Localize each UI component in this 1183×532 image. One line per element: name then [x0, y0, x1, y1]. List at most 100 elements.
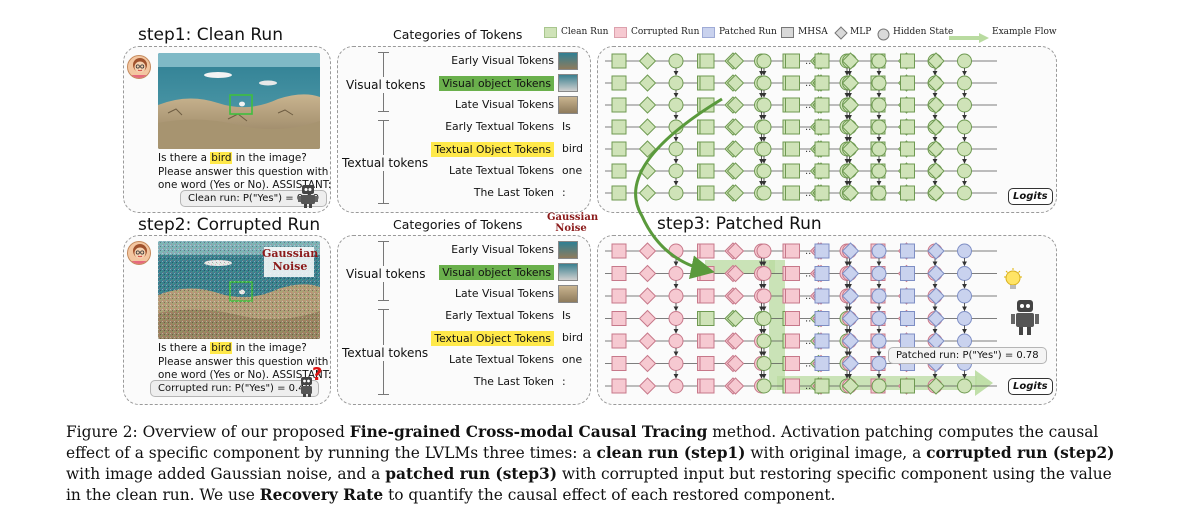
clean-hidden-node: [957, 119, 972, 135]
clean-hidden-node: [756, 53, 772, 69]
patched-mlp-node: [841, 332, 860, 350]
clean-mhsa-node: [611, 163, 627, 179]
bottom-patch-thumbnail: [558, 241, 578, 259]
clean-image: [158, 53, 320, 149]
clean-hidden-node: [957, 53, 972, 69]
clean-mlp-node: [726, 184, 745, 202]
clean-mlp-node: [927, 162, 945, 180]
clean-mlp-node: [927, 184, 945, 202]
bottom-row-token: Is: [562, 309, 571, 322]
clean-mlp-node: [841, 162, 860, 180]
top-row-label: The Last Token: [473, 186, 554, 199]
clean-hidden-node: [756, 163, 772, 179]
step3-logits: Logits: [1008, 378, 1053, 395]
svg-text:...: ...: [805, 359, 815, 370]
clean-mlp-node: [726, 96, 745, 114]
clean-mhsa-node: [785, 185, 800, 201]
noisy-image: [158, 241, 320, 339]
patched-flow-band: [769, 260, 785, 390]
clean-mlp-node: [638, 96, 657, 114]
svg-text:...: ...: [805, 122, 815, 133]
legend-hidden-circle-icon: [877, 26, 890, 41]
legend-clean: Clean Run: [561, 27, 609, 37]
clean-mhsa-node: [900, 75, 915, 91]
clean-mlp-node: [638, 52, 657, 70]
clean-hidden-node: [871, 97, 887, 113]
clean-mhsa-node: [900, 119, 915, 135]
clean-mhsa-node: [611, 75, 627, 91]
bottom-row-label: The Last Token: [473, 375, 554, 388]
clean-mlp-node: [841, 140, 860, 158]
legend-flow-arrow-icon: [949, 28, 989, 43]
top-row-token: Is: [562, 120, 571, 133]
patched-mhsa-node: [785, 333, 800, 349]
clean-mhsa-node: [900, 97, 915, 113]
bottom-row-label: Early Visual Tokens: [451, 243, 554, 256]
clean-mhsa-node: [611, 141, 627, 157]
clean-hidden-node: [668, 75, 684, 91]
patched-hidden-node: [756, 243, 772, 259]
robot-icon-2: [298, 372, 318, 398]
svg-text:...: ...: [805, 291, 815, 302]
clean-mlp-node: [638, 184, 657, 202]
legend-mhsa-swatch: [781, 27, 794, 38]
patched-mhsa-node: [814, 356, 830, 371]
patched-mhsa-node: [699, 378, 715, 394]
clean-hidden-node: [957, 97, 972, 113]
step2-question: Is there a bird in the image? Please ans…: [158, 342, 332, 381]
top-row-token: one: [562, 164, 583, 177]
patched-mlp-node: [638, 377, 657, 395]
patched-mlp-node: [726, 287, 745, 305]
svg-text:...: ...: [805, 246, 815, 257]
patched-mhsa-node: [900, 333, 915, 349]
clean-mhsa-node: [814, 119, 830, 135]
clean-hidden-node: [871, 185, 887, 201]
legend-mlp: MLP: [850, 27, 872, 37]
clean-mhsa-node: [785, 163, 800, 179]
clean-mlp-node: [927, 140, 945, 158]
clean-mhsa-node: [699, 141, 715, 157]
patched-mlp-node: [726, 264, 745, 283]
top-patch-thumbnail: [558, 52, 578, 70]
patched-hidden-node: [957, 311, 972, 326]
causal-grid: ........................................…: [605, 52, 997, 396]
svg-text:...: ...: [805, 188, 815, 199]
svg-text:...: ...: [805, 314, 815, 325]
clean-mhsa-node: [785, 97, 800, 113]
patched-mhsa-node: [814, 243, 830, 259]
clean-mlp-node: [927, 96, 945, 114]
patched-mhsa-node: [814, 311, 830, 326]
clean-hidden-node: [871, 75, 887, 91]
textual-group-label-top: Textual tokens: [342, 155, 429, 171]
top-row-label: Visual object Tokens: [439, 76, 554, 91]
svg-text:...: ...: [805, 56, 815, 67]
clean-hidden-node: [756, 185, 772, 201]
textual-group-label-bottom: Textual tokens: [342, 345, 429, 361]
clean-mlp-node: [841, 184, 860, 202]
patched-mlp-node: [841, 242, 860, 260]
top-row-label: Early Visual Tokens: [451, 54, 554, 67]
question-mark: ?: [312, 364, 323, 385]
patched-mlp-node: [726, 309, 745, 328]
patched-mhsa-node: [699, 333, 715, 349]
legend-flow: Example Flow: [992, 27, 1057, 37]
figure-caption: Figure 2: Overview of our proposed Fine-…: [66, 423, 1115, 504]
clean-mhsa-node: [814, 163, 830, 179]
categories-title-bottom: Categories of Tokens: [393, 217, 523, 232]
robot-icon-3: [1010, 298, 1040, 338]
patched-mlp-node: [841, 354, 860, 373]
bottom-row-token: one: [562, 353, 583, 366]
categories-noise-label: Gaussian Noise: [547, 212, 599, 234]
bottom-row-label: Early Textual Tokens: [445, 309, 554, 322]
top-row-token: :: [562, 186, 566, 199]
clean-mhsa-node: [900, 185, 915, 201]
clean-hidden-node: [871, 163, 887, 179]
clean-mlp-node: [927, 118, 945, 136]
lightbulb-icon: [1002, 268, 1024, 294]
svg-text:...: ...: [805, 381, 815, 392]
patched-mhsa-node: [785, 243, 800, 259]
patched-mhsa-node: [611, 266, 627, 281]
clean-mlp-node: [726, 162, 745, 180]
robot-icon: [298, 183, 318, 209]
bottom-row-token: :: [562, 375, 566, 388]
